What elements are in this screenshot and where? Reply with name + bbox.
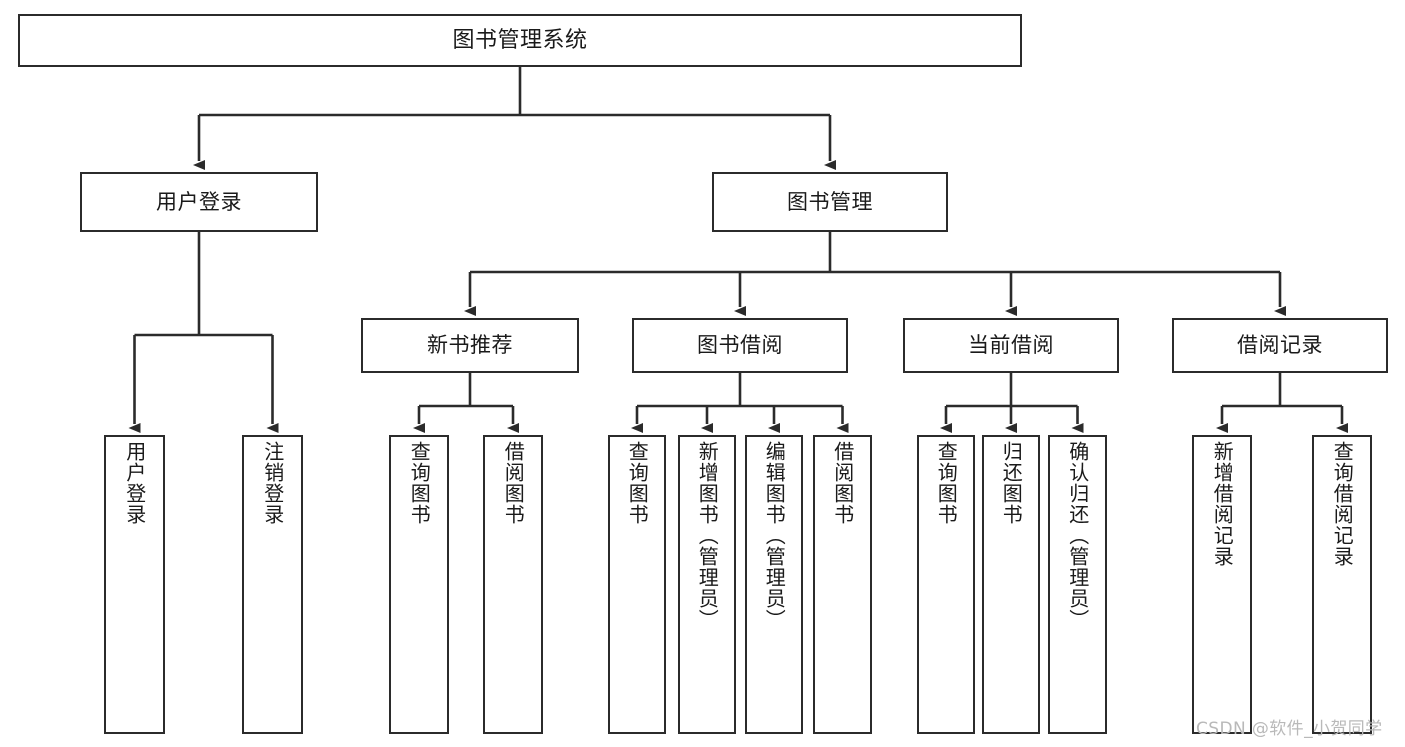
leaf-logout[interactable]: 注销登录	[242, 435, 303, 734]
node-label: 借阅记录	[1237, 333, 1323, 358]
leaf-edit-book-admin[interactable]: 编辑图书（管理员）	[745, 435, 803, 734]
leaf-query-book-2[interactable]: 查询图书	[608, 435, 666, 734]
leaf-add-borrow-record[interactable]: 新增借阅记录	[1192, 435, 1252, 734]
node-user-login[interactable]: 用户登录	[80, 172, 318, 232]
leaf-borrow-book-1[interactable]: 借阅图书	[483, 435, 543, 734]
node-label: 编辑图书（管理员）	[762, 441, 787, 630]
node-book-borrow[interactable]: 图书借阅	[632, 318, 848, 373]
node-book-management[interactable]: 图书管理	[712, 172, 948, 232]
node-label: 归还图书	[999, 441, 1024, 525]
node-label: 查询图书	[934, 441, 959, 525]
leaf-borrow-book-2[interactable]: 借阅图书	[813, 435, 872, 734]
node-borrow-record[interactable]: 借阅记录	[1172, 318, 1388, 373]
leaf-query-book-1[interactable]: 查询图书	[389, 435, 449, 734]
node-label: 查询图书	[407, 441, 432, 525]
node-label: 查询借阅记录	[1330, 441, 1355, 567]
node-label: 图书管理	[787, 189, 873, 214]
node-current-borrow[interactable]: 当前借阅	[903, 318, 1119, 373]
node-label: 新增借阅记录	[1210, 441, 1235, 567]
node-label: 用户登录	[156, 189, 242, 214]
node-label: 当前借阅	[968, 333, 1054, 358]
leaf-query-borrow-record[interactable]: 查询借阅记录	[1312, 435, 1372, 734]
node-label: 新书推荐	[427, 333, 513, 358]
leaf-query-book-3[interactable]: 查询图书	[917, 435, 975, 734]
leaf-user-login[interactable]: 用户登录	[104, 435, 165, 734]
leaf-confirm-return-admin[interactable]: 确认归还（管理员）	[1048, 435, 1107, 734]
node-label: 用户登录	[122, 441, 147, 525]
node-new-book-recommendation[interactable]: 新书推荐	[361, 318, 579, 373]
node-label: 借阅图书	[501, 441, 526, 525]
node-label: 注销登录	[260, 441, 285, 525]
node-root-book-management-system[interactable]: 图书管理系统	[18, 14, 1022, 67]
node-label: 查询图书	[625, 441, 650, 525]
node-label: 图书管理系统	[452, 27, 588, 53]
node-label: 借阅图书	[830, 441, 855, 525]
node-label: 新增图书（管理员）	[695, 441, 720, 630]
node-label: 图书借阅	[697, 333, 783, 358]
leaf-add-book-admin[interactable]: 新增图书（管理员）	[678, 435, 736, 734]
leaf-return-book[interactable]: 归还图书	[982, 435, 1040, 734]
node-label: 确认归还（管理员）	[1065, 441, 1090, 630]
